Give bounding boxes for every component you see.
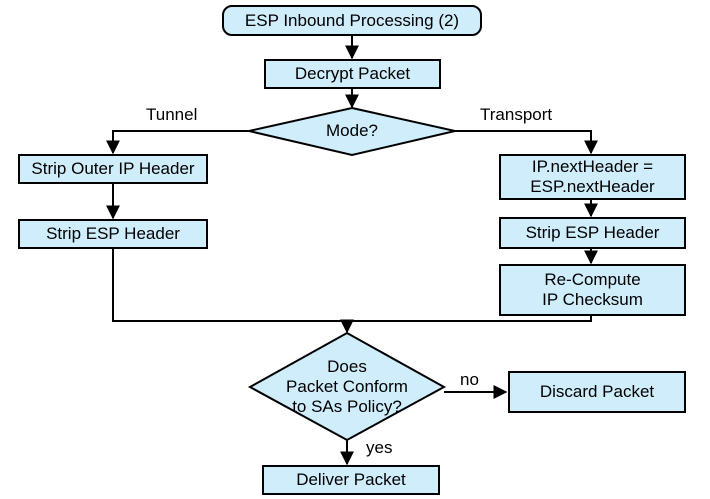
node-strip-esp-header-tunnel[interactable]: Strip ESP Header [18,219,208,249]
node-deliver-packet-label: Deliver Packet [296,470,406,489]
node-mode-decision[interactable]: Mode? [292,120,412,142]
node-start[interactable]: ESP Inbound Processing (2) [222,5,482,36]
node-mode-decision-label: Mode? [326,121,378,140]
node-recompute-ip-checksum[interactable]: Re-Compute IP Checksum [499,264,686,316]
node-discard-packet[interactable]: Discard Packet [508,371,686,413]
node-strip-outer-ip-header-label: Strip Outer IP Header [31,159,195,178]
node-discard-packet-label: Discard Packet [539,382,655,401]
edge-label-yes: yes [366,438,393,457]
node-decrypt-packet-label: Decrypt Packet [294,64,411,83]
node-strip-esp-header-transport[interactable]: Strip ESP Header [499,217,686,249]
edge-mode-transport [455,130,598,155]
node-conform-decision[interactable]: Does Packet Conform to SAs Policy? [257,355,437,419]
edge-label-no: no [460,370,479,389]
node-deliver-packet[interactable]: Deliver Packet [262,465,440,495]
node-conform-decision-label: Does Packet Conform to SAs Policy? [286,357,408,416]
conform-diamond-shape [247,331,447,442]
edge-right-merge [347,315,592,322]
edge-left-merge [112,248,347,322]
node-start-label: ESP Inbound Processing (2) [244,10,460,30]
node-strip-esp-header-tunnel-label: Strip ESP Header [46,224,180,243]
node-recompute-ip-checksum-label: Re-Compute IP Checksum [542,270,643,309]
node-ip-nextheader-assign-label: IP.nextHeader = ESP.nextHeader [530,157,655,196]
node-strip-esp-header-transport-label: Strip ESP Header [525,223,660,242]
node-ip-nextheader-assign[interactable]: IP.nextHeader = ESP.nextHeader [499,154,686,200]
node-strip-outer-ip-header[interactable]: Strip Outer IP Header [18,154,208,184]
edge-mode-tunnel [106,130,249,155]
node-decrypt-packet[interactable]: Decrypt Packet [264,59,441,89]
edge-label-tunnel: Tunnel [146,105,198,124]
edge-label-transport: Transport [480,105,553,124]
mode-diamond-shape [248,106,456,157]
